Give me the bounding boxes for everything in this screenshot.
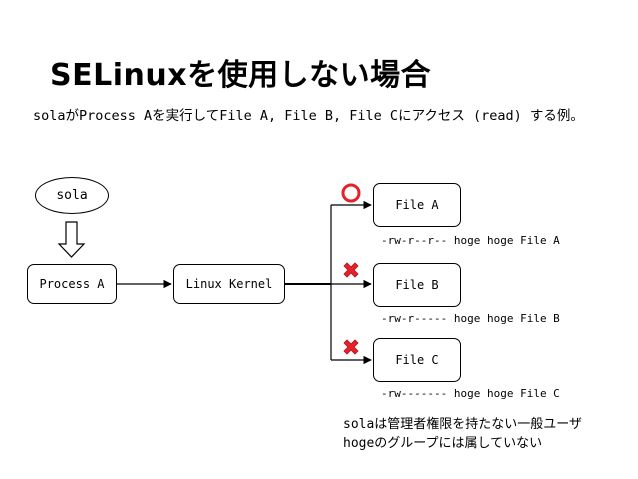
linux-kernel-node: Linux Kernel bbox=[173, 264, 285, 304]
file-a-permission: -rw-r--r-- hoge hoge File A bbox=[381, 234, 560, 247]
file-b-node: File B bbox=[373, 263, 461, 307]
user-note: solaは管理者権限を持たない一般ユーザ hogeのグループには属していない bbox=[343, 415, 582, 453]
allowed-circle-icon bbox=[341, 183, 361, 203]
user-note-line-2: hogeのグループには属していない bbox=[343, 436, 543, 451]
user-note-line-1: solaは管理者権限を持たない一般ユーザ bbox=[343, 417, 583, 432]
sola-to-process-arrow bbox=[57, 221, 86, 258]
file-a-node: File A bbox=[373, 183, 461, 227]
sola-user-node: sola bbox=[35, 177, 109, 214]
description-text: solaがProcess Aを実行してFile A, File B, File … bbox=[33, 108, 584, 124]
denied-cross-icon-b bbox=[343, 262, 359, 278]
file-b-permission: -rw-r----- hoge hoge File B bbox=[381, 312, 560, 325]
page-title: SELinuxを使用しない場合 bbox=[50, 58, 432, 93]
file-c-node: File C bbox=[373, 338, 461, 382]
denied-cross-icon-c bbox=[343, 339, 359, 355]
process-a-node: Process A bbox=[27, 264, 117, 304]
file-c-permission: -rw------- hoge hoge File C bbox=[381, 387, 560, 400]
